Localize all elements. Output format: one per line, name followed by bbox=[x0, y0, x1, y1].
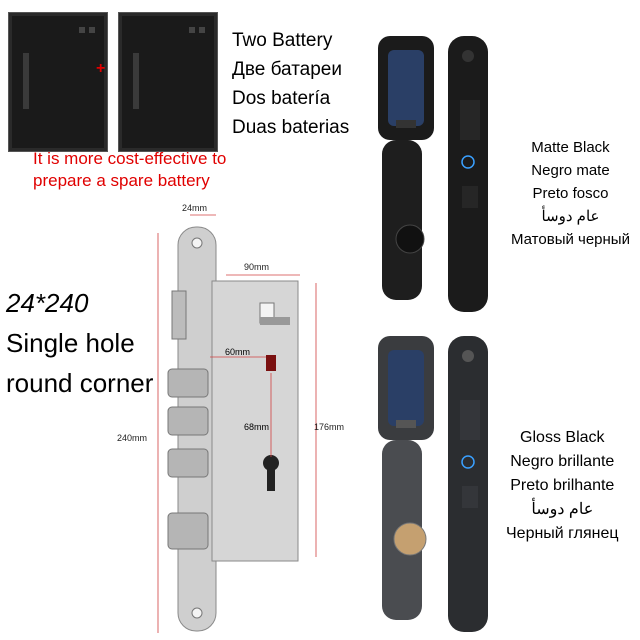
lock-size: 24*240 bbox=[6, 288, 89, 318]
battery-title-ru: Две батареи bbox=[232, 59, 342, 80]
dim-height-total: 240mm bbox=[117, 433, 148, 443]
lock-corner-type: round corner bbox=[6, 368, 154, 398]
lock-hole-type: Single hole bbox=[6, 328, 135, 358]
battery-title-pt: Duas baterias bbox=[232, 117, 350, 138]
battery-title-es: Dos batería bbox=[232, 88, 331, 109]
lock-case bbox=[211, 280, 299, 562]
dim-top-width: 24mm bbox=[182, 203, 208, 213]
battery-image-right bbox=[118, 12, 218, 152]
dim-backset: 90mm bbox=[244, 262, 270, 272]
plus-sign: + bbox=[96, 60, 106, 77]
spare-battery-note: It is more cost-effective to prepare a s… bbox=[33, 149, 227, 190]
gloss-black-lock-image bbox=[378, 336, 488, 632]
battery-image-left bbox=[8, 12, 108, 152]
battery-title-en: Two Battery bbox=[232, 30, 333, 51]
dim-handle-cylinder: 68mm bbox=[244, 422, 270, 432]
dim-center-distance: 60mm bbox=[225, 347, 251, 357]
dim-height-inner: 176mm bbox=[314, 422, 345, 432]
battery-title: Two Battery Две батареи Dos batería Duas… bbox=[232, 26, 349, 142]
matte-black-labels: Matte Black Negro mate Preto fosco عام د… bbox=[511, 139, 630, 248]
lock-body-label: 24*240 Single hole round corner bbox=[6, 283, 153, 403]
gloss-black-labels: Gloss Black Negro brillante Preto brilha… bbox=[506, 429, 619, 542]
mortise-lock-diagram bbox=[157, 214, 317, 633]
matte-black-lock-image bbox=[378, 36, 488, 312]
